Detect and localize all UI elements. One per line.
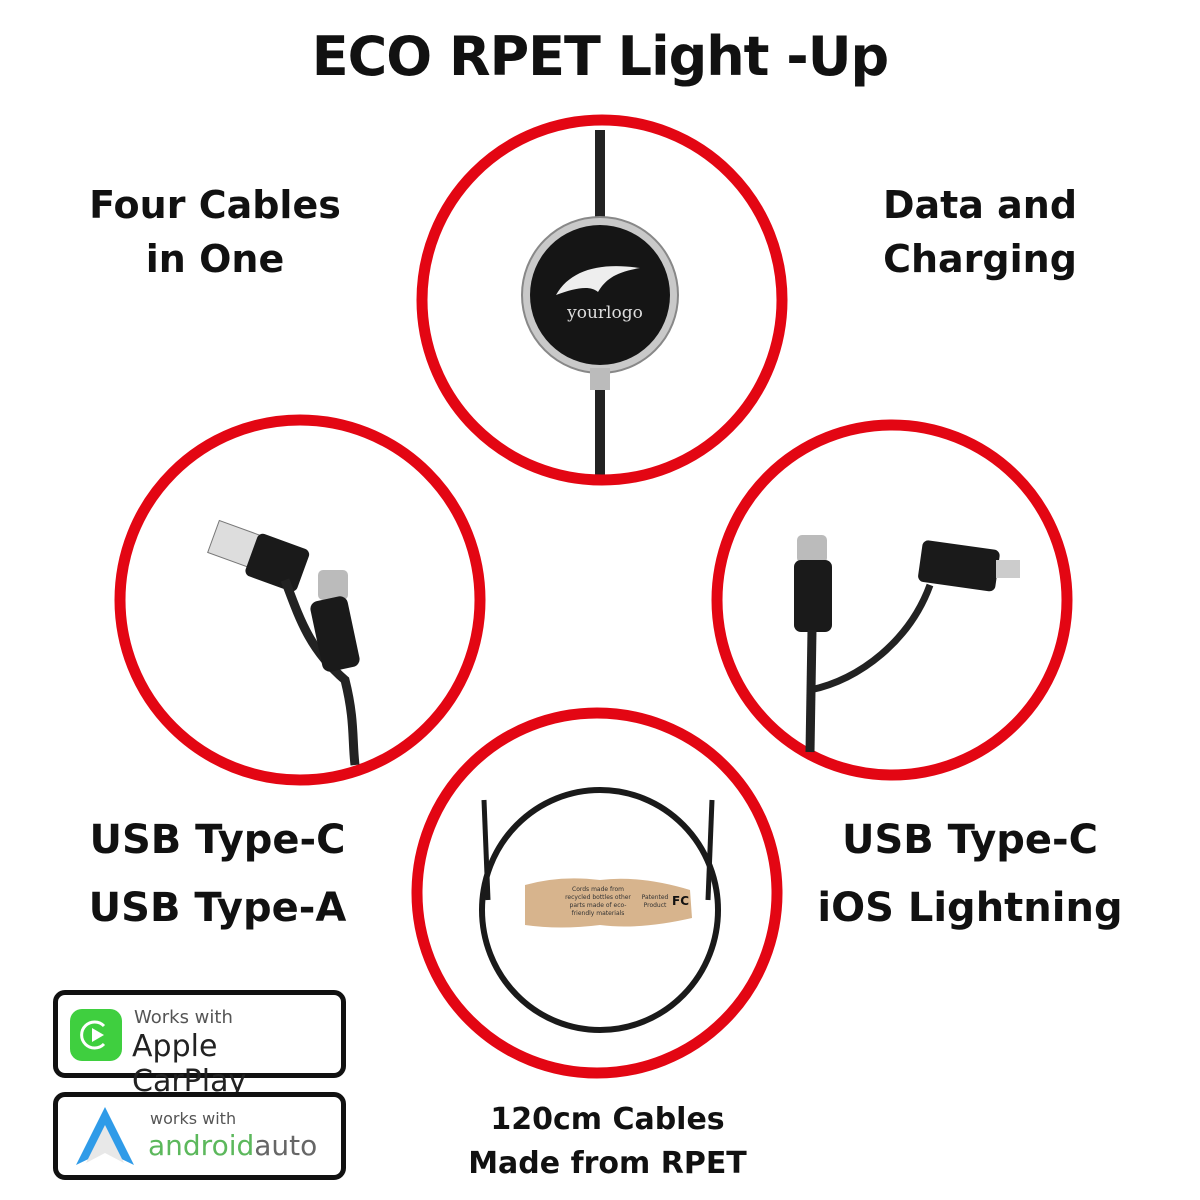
feature-line: Charging [883, 237, 1077, 281]
android-word: android [148, 1129, 255, 1162]
light-up-logo-circle: yourlogo [416, 114, 788, 486]
horse-logo-icon [556, 266, 640, 295]
feature-line: USB Type-C [89, 817, 346, 863]
page-title: ECO RPET Light -Up [311, 25, 889, 88]
rpet-tag [525, 878, 692, 928]
feature-data-charging: Data and Charging [830, 178, 1130, 286]
carplay-big-text: Apple CarPlay [132, 1029, 247, 1099]
feature-line: USB Type-A [88, 885, 347, 931]
feature-line: USB Type-C [841, 817, 1099, 863]
feature-usb-c-lightning: USB Type-C iOS Lightning [800, 806, 1140, 942]
android-big-text: androidauto [148, 1129, 317, 1162]
auto-word: auto [254, 1129, 318, 1162]
fc-mark: FC [672, 894, 690, 908]
feature-line: Four Cables [89, 183, 341, 227]
coiled-cable-circle [411, 707, 783, 1079]
carplay-small-text: Works with [134, 1007, 233, 1028]
logo-text: yourlogo [566, 303, 643, 323]
carplay-badge: Works with Apple CarPlay [53, 990, 346, 1099]
feature-line: 120cm Cables [490, 1102, 725, 1137]
feature-usb-c-a: USB Type-C USB Type-A [50, 806, 385, 942]
feature-four-cables: Four Cables in One [60, 178, 370, 286]
android-auto-badge: works with androidauto [53, 1092, 346, 1180]
usb-c-lightning-circle [711, 419, 1073, 781]
usb-a-c-circle [114, 414, 486, 786]
carplay-icon [70, 1009, 122, 1061]
feature-line: Made from RPET [468, 1146, 747, 1181]
feature-line: Data and [882, 183, 1078, 227]
feature-line: iOS Lightning [817, 885, 1123, 931]
tag-side-text: Patented Product [641, 894, 669, 909]
android-small-text: works with [150, 1109, 237, 1128]
tag-text: Cords made from recycled bottles other p… [565, 886, 631, 917]
feature-rpet-cables: 120cm Cables Made from RPET [420, 1098, 795, 1186]
feature-line: in One [145, 237, 285, 281]
android-auto-icon [76, 1107, 134, 1165]
